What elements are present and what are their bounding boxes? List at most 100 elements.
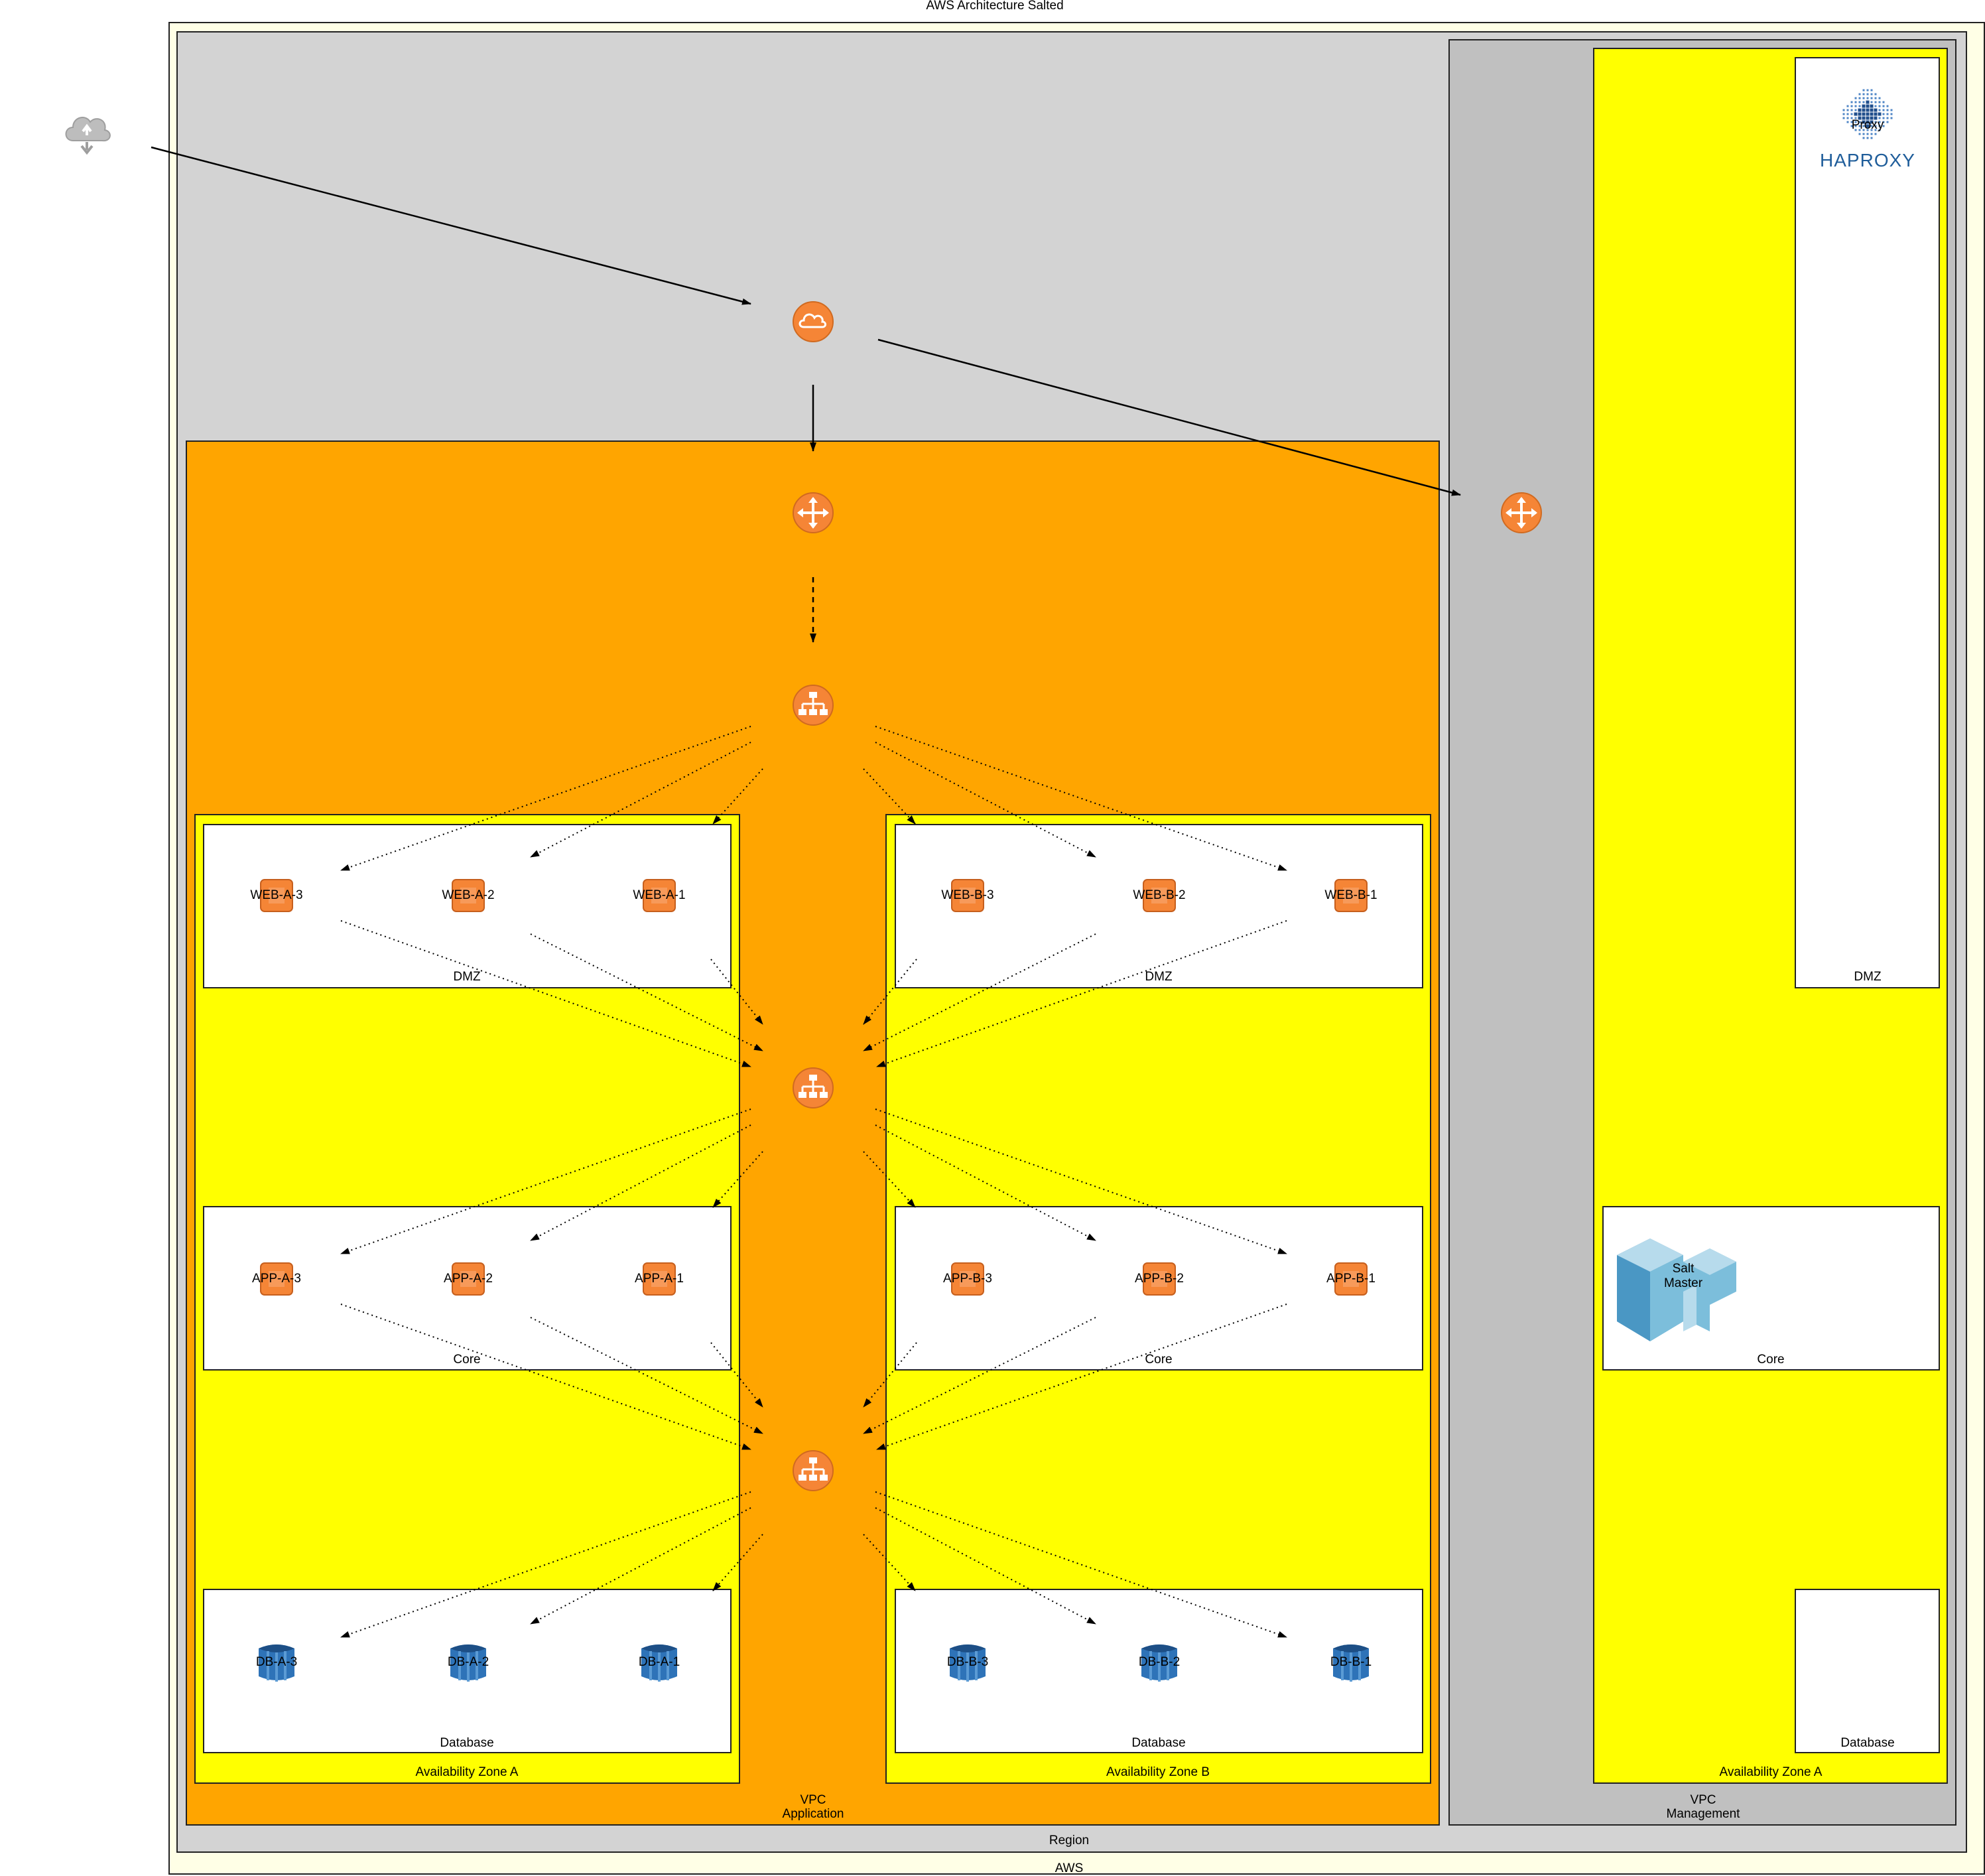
load-balancer-icon-app[interactable]: [792, 1067, 834, 1109]
rds-database-db-a-3[interactable]: [255, 1642, 298, 1683]
subnet-database-a-label: Database: [440, 1736, 494, 1750]
region-label: Region: [1049, 1834, 1090, 1847]
ec2-instance-web-a-1[interactable]: [641, 878, 677, 913]
node-label: APP-B-2: [1135, 1272, 1184, 1286]
salt-label-line2: Master: [1663, 1276, 1703, 1290]
haproxy-badge: Proxy: [1851, 118, 1884, 132]
rds-database-db-a-1[interactable]: [637, 1642, 681, 1683]
salt-label-line1: Salt: [1672, 1262, 1695, 1276]
ec2-instance-icon: [1143, 1262, 1176, 1296]
vpc-app-label-line2: Application: [782, 1807, 844, 1821]
dotted-edge: [530, 1124, 751, 1241]
load-balancer-icon-web[interactable]: [792, 684, 834, 726]
dotted-edge: [875, 742, 1096, 858]
rds-database-icon: [450, 1644, 486, 1682]
subnet-database-b-label: Database: [1131, 1736, 1186, 1750]
node-label: APP-A-2: [444, 1272, 493, 1286]
node-label: WEB-A-1: [633, 888, 686, 902]
ec2-instance-app-b-1[interactable]: [1333, 1261, 1369, 1297]
node-label: APP-B-1: [1326, 1272, 1376, 1286]
node-label: DB-B-3: [946, 1655, 989, 1669]
ec2-instance-web-a-2[interactable]: [450, 878, 486, 913]
diagram-title: AWS Architecture Salted: [926, 0, 1064, 13]
subnet-database-mgmt: [1795, 1589, 1940, 1753]
router-icon-application[interactable]: [792, 492, 834, 534]
dotted-edge: [863, 1342, 917, 1408]
node-label: WEB-A-2: [442, 888, 495, 902]
dotted-edge: [530, 742, 751, 858]
haproxy-grid-icon: [1842, 89, 1893, 139]
mgmt-az-label: Availability Zone A: [1719, 1765, 1823, 1779]
dotted-edge: [875, 1507, 1096, 1625]
dotted-edge: [340, 1304, 751, 1450]
node-label: WEB-B-3: [941, 888, 994, 902]
az-a-label: Availability Zone A: [415, 1765, 519, 1779]
node-label: APP-B-3: [943, 1272, 992, 1286]
router-icon-management[interactable]: [1500, 492, 1543, 534]
node-label: APP-A-1: [635, 1272, 684, 1286]
ec2-instance-icon: [1143, 879, 1176, 912]
ec2-instance-web-b-1[interactable]: [1333, 878, 1369, 913]
ec2-instance-web-b-3[interactable]: [950, 878, 986, 913]
ec2-instance-icon: [1334, 1262, 1368, 1296]
ec2-instance-icon: [260, 1262, 293, 1296]
ec2-instance-web-a-3[interactable]: [259, 878, 294, 913]
internet-gateway-cloud-icon[interactable]: [792, 301, 834, 343]
node-label: DB-B-1: [1330, 1655, 1372, 1669]
dotted-edge: [340, 1108, 751, 1254]
ec2-instance-app-b-2[interactable]: [1141, 1261, 1177, 1297]
dotted-edge: [863, 768, 916, 825]
rds-database-db-a-2[interactable]: [446, 1642, 490, 1683]
dotted-edge: [875, 1108, 1287, 1254]
ec2-instance-icon: [951, 1262, 984, 1296]
rds-database-icon: [1141, 1644, 1177, 1682]
ec2-instance-icon: [643, 879, 676, 912]
dotted-edge: [875, 726, 1287, 871]
node-label: DB-A-2: [447, 1655, 489, 1669]
ec2-instance-icon: [951, 879, 984, 912]
dotted-edge: [712, 1151, 763, 1208]
subnet-database-mgmt-label: Database: [1840, 1736, 1895, 1750]
edge-igw-to-router-mgmt: [877, 338, 1461, 496]
ec2-instance-web-b-2[interactable]: [1141, 878, 1177, 913]
dotted-edge: [530, 1507, 751, 1625]
subnet-dmz-mgmt: [1795, 57, 1940, 988]
rds-database-db-b-1[interactable]: [1329, 1642, 1373, 1683]
load-balancer-icon-db[interactable]: [792, 1449, 834, 1492]
ec2-instance-app-a-3[interactable]: [259, 1261, 294, 1297]
dotted-edge: [875, 1491, 1287, 1638]
subnet-core-mgmt-label: Core: [1757, 1353, 1785, 1367]
node-label: WEB-A-3: [250, 888, 303, 902]
rds-database-icon: [950, 1644, 986, 1682]
ec2-instance-icon: [452, 1262, 485, 1296]
dotted-edge-group: [340, 726, 1287, 1638]
haproxy-wordmark: HAPROXY: [1820, 150, 1915, 170]
aws-label: AWS: [1055, 1861, 1084, 1875]
rds-database-db-b-3[interactable]: [946, 1642, 990, 1683]
node-label: DB-A-1: [638, 1655, 680, 1669]
dotted-edge: [875, 1124, 1096, 1241]
node-label: APP-A-3: [252, 1272, 301, 1286]
haproxy-logo[interactable]: Proxy HAPROXY: [1816, 84, 1919, 176]
dotted-edge: [712, 1534, 763, 1591]
dotted-edge: [340, 726, 751, 871]
ec2-instance-app-a-2[interactable]: [450, 1261, 486, 1297]
ec2-instance-icon: [1334, 879, 1368, 912]
ec2-instance-app-b-3[interactable]: [950, 1261, 986, 1297]
dotted-edge: [863, 1534, 916, 1591]
rds-database-db-b-2[interactable]: [1137, 1642, 1181, 1683]
ec2-instance-icon: [260, 879, 293, 912]
ec2-instance-app-a-1[interactable]: [641, 1261, 677, 1297]
subnet-dmz-a-label: DMZ: [453, 970, 481, 984]
dotted-edge: [863, 933, 1096, 1051]
salt-master-cube-icon[interactable]: Salt Master: [1610, 1215, 1743, 1348]
vpc-mgmt-label-line2: Management: [1666, 1807, 1740, 1821]
node-label: WEB-B-1: [1324, 888, 1377, 902]
internet-cloud-icon[interactable]: [61, 106, 113, 155]
rds-database-icon: [1333, 1644, 1369, 1682]
dotted-edge: [710, 959, 763, 1025]
dotted-edge: [863, 1151, 916, 1208]
subnet-core-a-label: Core: [453, 1353, 481, 1367]
subnet-dmz-mgmt-label: DMZ: [1854, 970, 1882, 984]
